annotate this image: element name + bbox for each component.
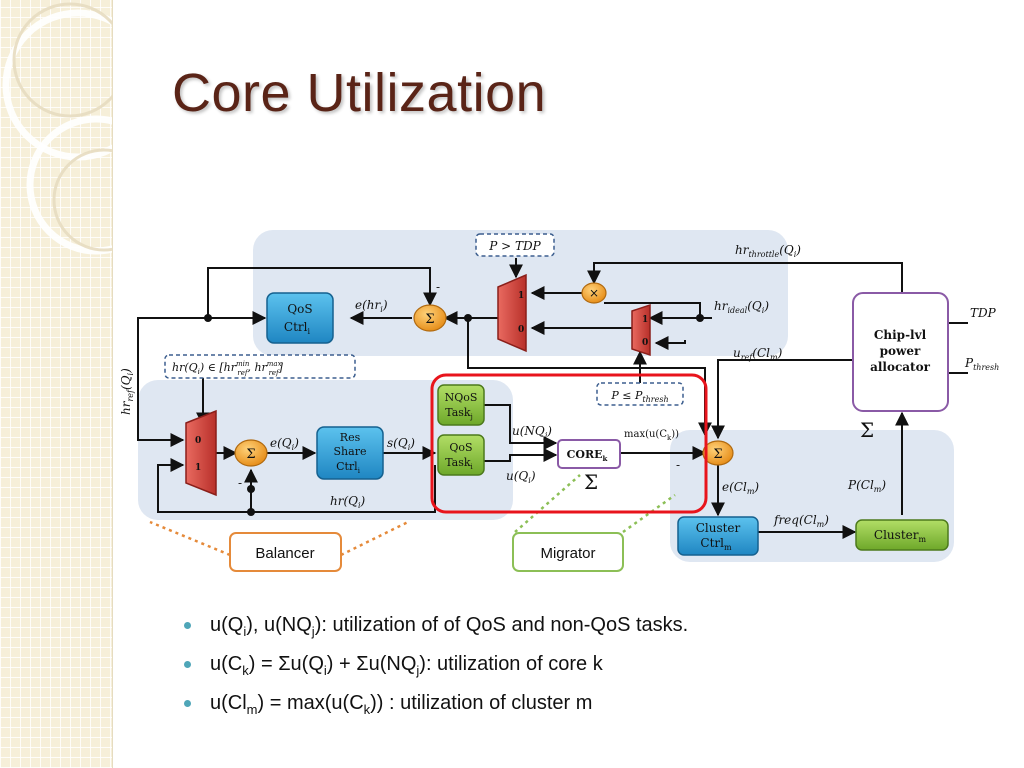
svg-text:Σ: Σ [713,447,722,462]
decorative-side-panel [0,0,113,768]
tdp-label: TDP [970,306,997,320]
svg-text:P > TDP: P > TDP [488,239,541,253]
svg-text:Taskj: Taskj [445,406,473,421]
max-u-label: max(u(Ck)) [624,429,679,442]
svg-text:P ≤ Pthresh: P ≤ Pthresh [610,389,668,404]
decorative-rings [2,2,112,255]
e-cl-label: e(Clm) [722,480,759,496]
control-diagram: QoS Ctrli Res Share Ctrli NQoS Taskj QoS… [119,230,999,572]
e-q-label: e(Qi) [270,436,299,452]
sum-node-top: Σ [413,304,447,332]
svg-text:Ctrlm: Ctrlm [700,536,732,552]
page-title: Core Utilization [172,63,547,123]
balancer-mux: 0 1 [185,409,217,497]
bullet-item: u(Qi), u(NQj): utilization of of QoS and… [184,610,688,649]
thresh-mux: 1 0 [631,303,651,357]
hr-ref-label: hrref(Qi) [119,368,135,415]
svg-text:power: power [880,344,921,358]
bullet-list: u(Qi), u(NQj): utilization of of QoS and… [184,610,688,727]
core-highlight-box [430,373,708,514]
nqos-task-block: NQoS Taskj [437,384,485,426]
freq-cl-label: freq(Clm) [773,513,829,529]
cluster-ctrl-block: Cluster Ctrlm [677,516,759,556]
p-thresh-condition: P ≤ Pthresh [596,382,684,406]
svg-text:Chip-lvl: Chip-lvl [874,328,927,342]
core-block: COREk [557,439,621,469]
svg-text:Ctrli: Ctrli [336,460,361,475]
sigma-core: Σ [584,470,598,494]
svg-text:Σ: Σ [246,447,255,462]
res-share-ctrl-block: Res Share Ctrli [316,426,384,480]
sigma-chip: Σ [860,418,874,442]
migrator-tag: Migrator [512,532,624,572]
minus-sign: - [436,280,440,294]
svg-text:1: 1 [642,315,648,325]
svg-text:1: 1 [518,291,524,301]
qos-task-block: QoS Taski [437,434,485,476]
chip-power-allocator-block: Chip-lvl power allocator [852,292,949,412]
hr-q-label: hr(Qi) [330,494,366,510]
svg-text:NQoS: NQoS [445,391,478,404]
bullet-item: u(Clm) = max(u(Ck)) : utilization of clu… [184,688,688,727]
svg-text:allocator: allocator [870,360,931,374]
balancer-tag: Balancer [229,532,342,572]
u-nq-label: u(NQj) [512,424,552,440]
svg-text:Taski: Taski [445,456,473,471]
svg-text:Σ: Σ [425,312,434,327]
svg-text:QoS: QoS [287,302,312,316]
svg-text:Migrator: Migrator [540,545,595,562]
sum-node-cluster: Σ [702,440,734,466]
cluster-block: Clusterm [855,519,949,551]
s-q-label: s(Qi) [387,436,415,452]
multiply-node: × [581,282,607,304]
p-thresh-label: Pthresh [964,356,999,372]
svg-text:COREk: COREk [567,448,608,463]
svg-text:QoS: QoS [449,441,472,454]
tdp-mux: 1 0 [497,273,527,353]
svg-text:0: 0 [195,436,201,446]
svg-text:Ctrli: Ctrli [284,320,311,336]
svg-text:Cluster: Cluster [696,521,741,535]
svg-text:0: 0 [518,325,524,335]
minus-sign-cluster: - [676,458,680,472]
p-tdp-condition: P > TDP [475,233,555,257]
svg-text:Balancer: Balancer [255,545,314,562]
minus-sign-lower: - [238,476,242,490]
bullet-item: u(Ck) = Σu(Qi) + Σu(NQj): utilization of… [184,649,688,688]
sum-node-balancer: Σ [234,439,268,467]
svg-text:×: × [589,286,599,300]
svg-text:Share: Share [334,445,367,458]
e-hr-label: e(hri) [355,298,388,314]
svg-text:1: 1 [195,463,201,473]
p-cl-label: P(Clm) [847,478,886,494]
hr-throttle-label: hrthrottle(Qi) [735,243,801,259]
svg-text:Res: Res [340,431,361,444]
hr-ideal-label: hrideal(Qi) [714,299,769,315]
svg-text:Clusterm: Clusterm [874,528,927,544]
svg-text:0: 0 [642,338,648,348]
u-q-label: u(Qi) [506,469,536,485]
qos-ctrl-block: QoS Ctrli [266,292,334,344]
u-ref-label: uref(Clm) [733,346,783,362]
